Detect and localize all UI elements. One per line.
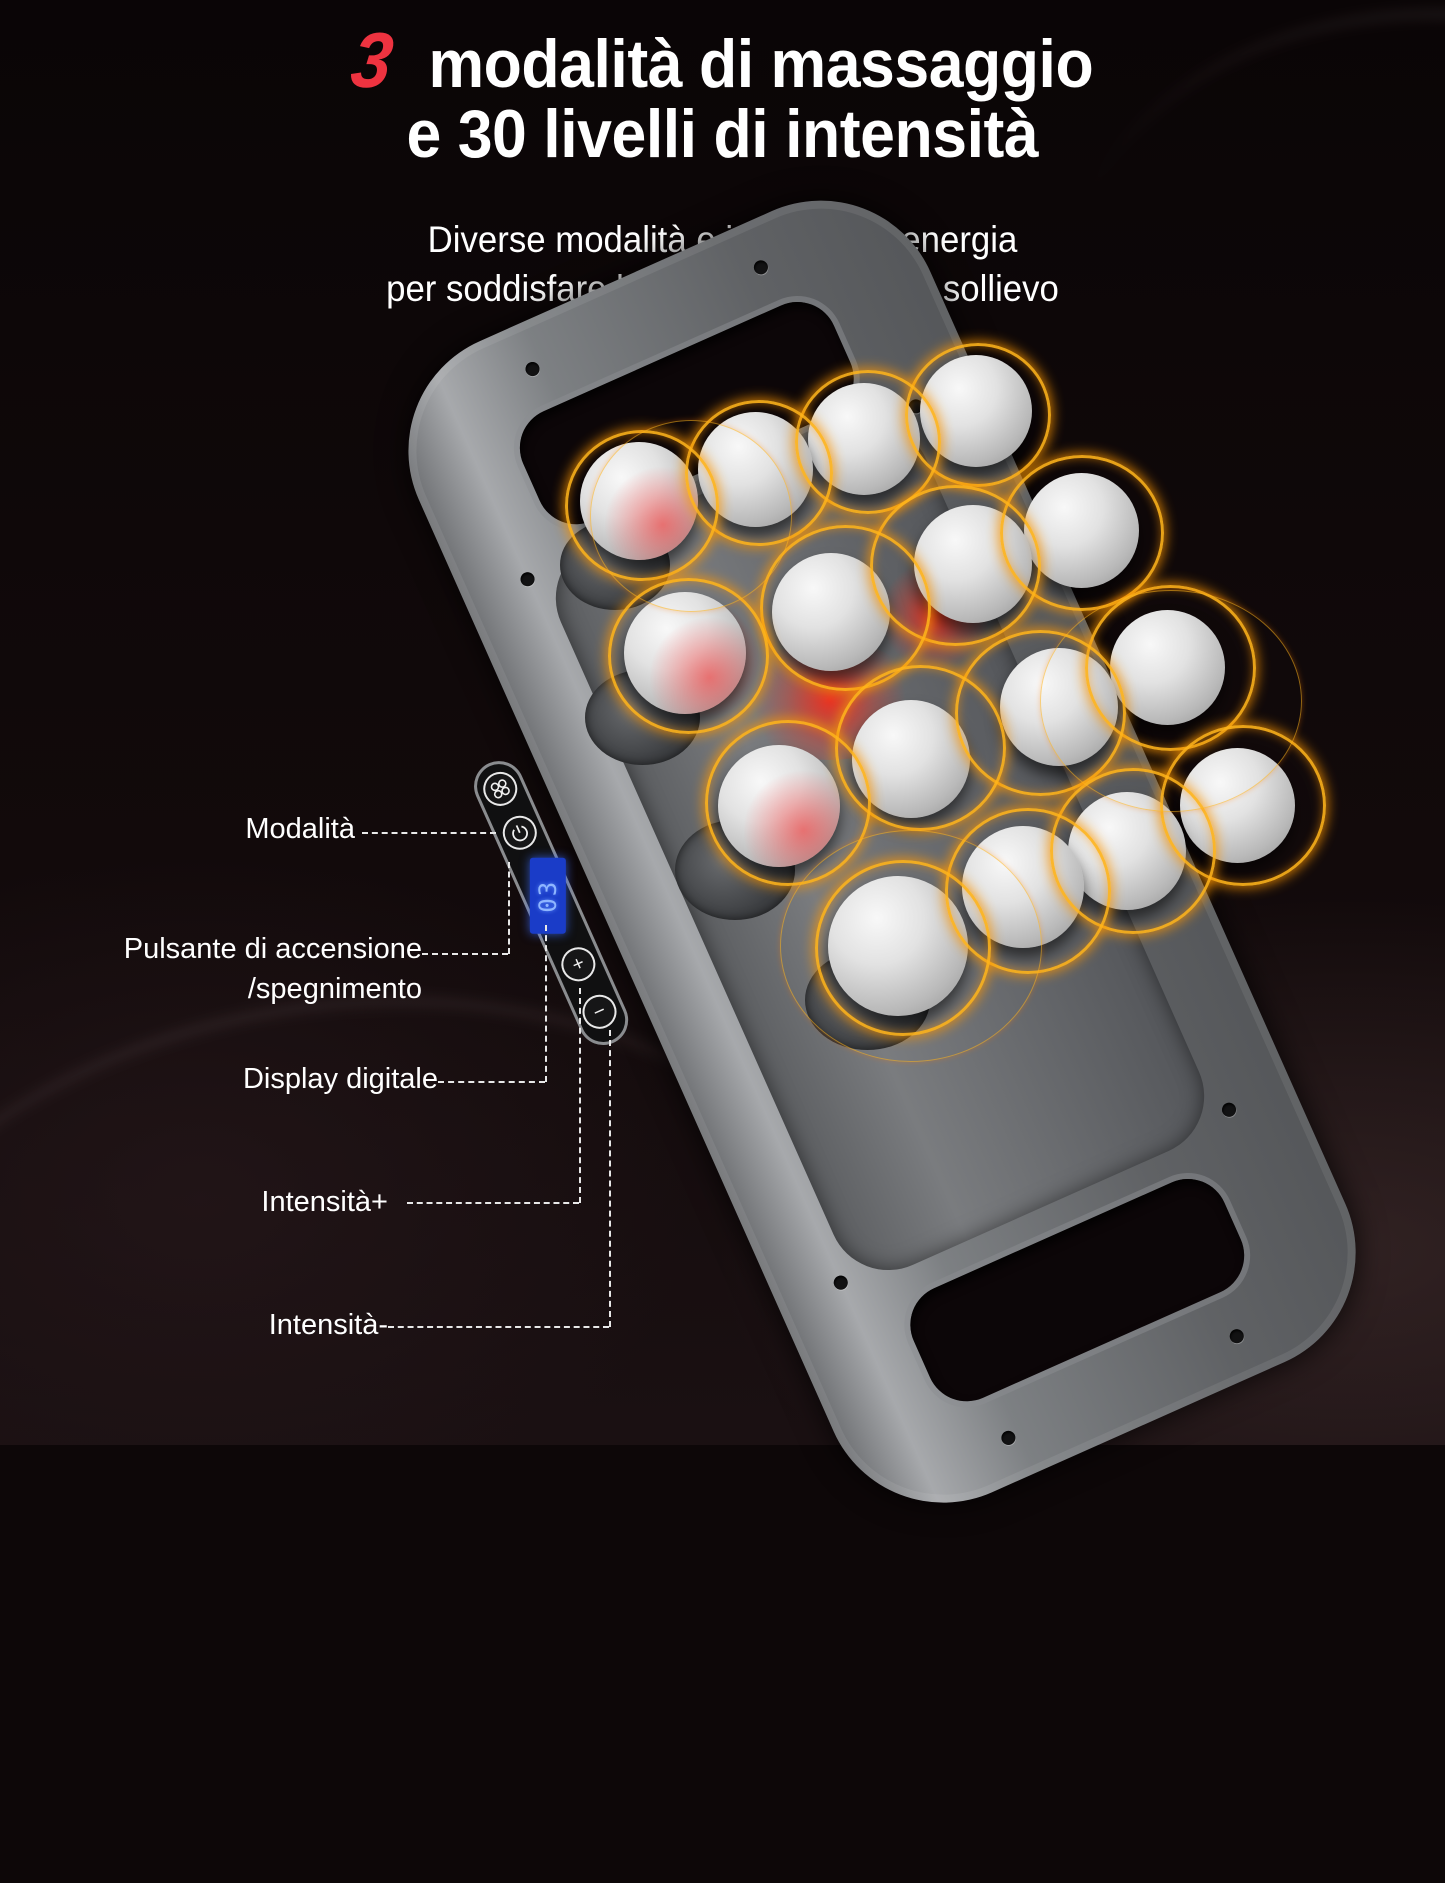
callout-line-display	[438, 1081, 545, 1083]
vibration-ring	[780, 830, 1042, 1062]
headline-line-1-text: modalità di massaggio	[428, 26, 1094, 102]
callout-line-display-vertical	[545, 925, 547, 1082]
callout-line-power	[422, 953, 508, 955]
callout-label-display: Display digitale	[242, 1063, 438, 1095]
digital-display: 03	[529, 857, 566, 934]
headline-line-2: e 30 livelli di intensità	[406, 96, 1039, 172]
control-panel: 03 + −	[470, 752, 643, 1050]
callout-label-power-line-2: /spegnimento	[247, 973, 422, 1005]
screw-hole	[999, 1428, 1018, 1448]
callout-line-intensity-minus-vertical	[609, 1030, 611, 1327]
callout-label-mode: Modalità	[245, 813, 355, 845]
vibration-ring	[760, 525, 931, 691]
power-icon	[512, 825, 528, 842]
callout-label-intensity-plus: Intensità+	[261, 1186, 388, 1218]
screw-hole	[1227, 1327, 1247, 1346]
display-value: 03	[533, 879, 562, 913]
mode-button[interactable]	[477, 766, 523, 812]
power-button[interactable]	[497, 810, 543, 856]
headline-number: 3	[346, 16, 398, 104]
callout-line-power-vertical	[508, 862, 510, 954]
vibration-ring	[1040, 590, 1302, 812]
callout-line-mode	[362, 832, 496, 834]
headline-line-1: 3 modalità di massaggio	[346, 16, 1094, 104]
minus-icon: −	[589, 999, 610, 1025]
screw-hole	[831, 1273, 851, 1292]
callout-label-power: Pulsante di accensione	[123, 933, 422, 965]
plus-icon: +	[568, 951, 589, 977]
screw-hole	[523, 359, 542, 379]
four-circles-mode-icon	[490, 779, 510, 799]
vibration-ring	[590, 420, 792, 612]
screw-hole	[751, 258, 771, 277]
vibration-ring	[705, 720, 871, 886]
callout-line-intensity-plus-vertical	[579, 988, 581, 1203]
screw-hole	[518, 570, 537, 589]
callout-line-intensity-minus	[388, 1326, 609, 1328]
headline: 3 modalità di massaggio e 30 livelli di i…	[0, 16, 1445, 172]
callout-label-intensity-minus: Intensità-	[268, 1309, 388, 1341]
screw-hole	[1219, 1100, 1239, 1120]
callout-line-intensity-plus	[407, 1202, 579, 1204]
